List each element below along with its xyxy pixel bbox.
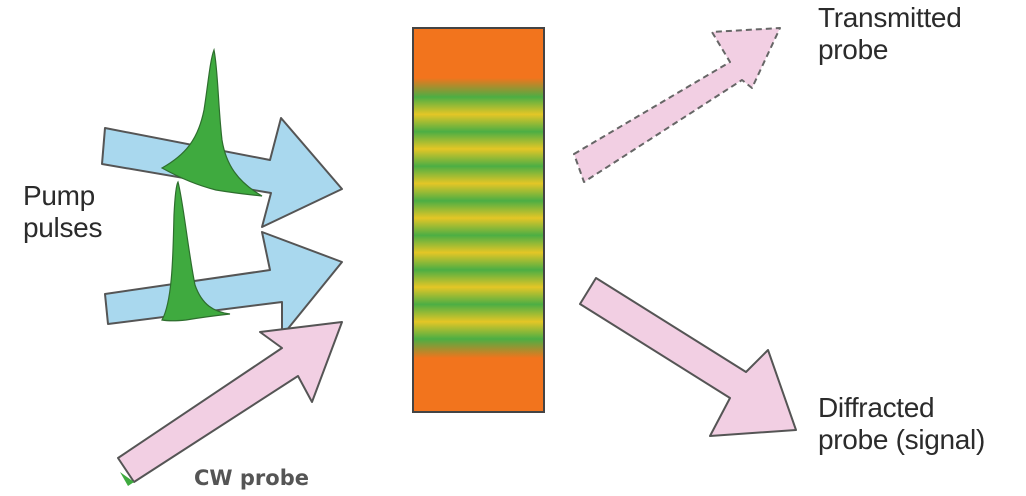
cw-probe-label: CW probe xyxy=(194,466,309,490)
cw-probe-beam-arrow xyxy=(117,321,343,483)
pump-pulses-label: Pump pulses xyxy=(23,180,103,243)
transmitted-probe-label: Transmitted probe xyxy=(818,2,962,65)
transmitted-probe-arrow xyxy=(573,27,781,183)
sample-grating xyxy=(412,27,545,413)
pump-pulse-upper xyxy=(160,47,263,197)
pump-pulse-lower xyxy=(161,180,231,322)
cw-probe-tail-mark xyxy=(120,472,134,486)
diffracted-probe-arrow xyxy=(579,277,797,437)
pump-beam-lower-arrow xyxy=(104,231,343,337)
diffracted-probe-label: Diffracted probe (signal) xyxy=(818,392,985,455)
